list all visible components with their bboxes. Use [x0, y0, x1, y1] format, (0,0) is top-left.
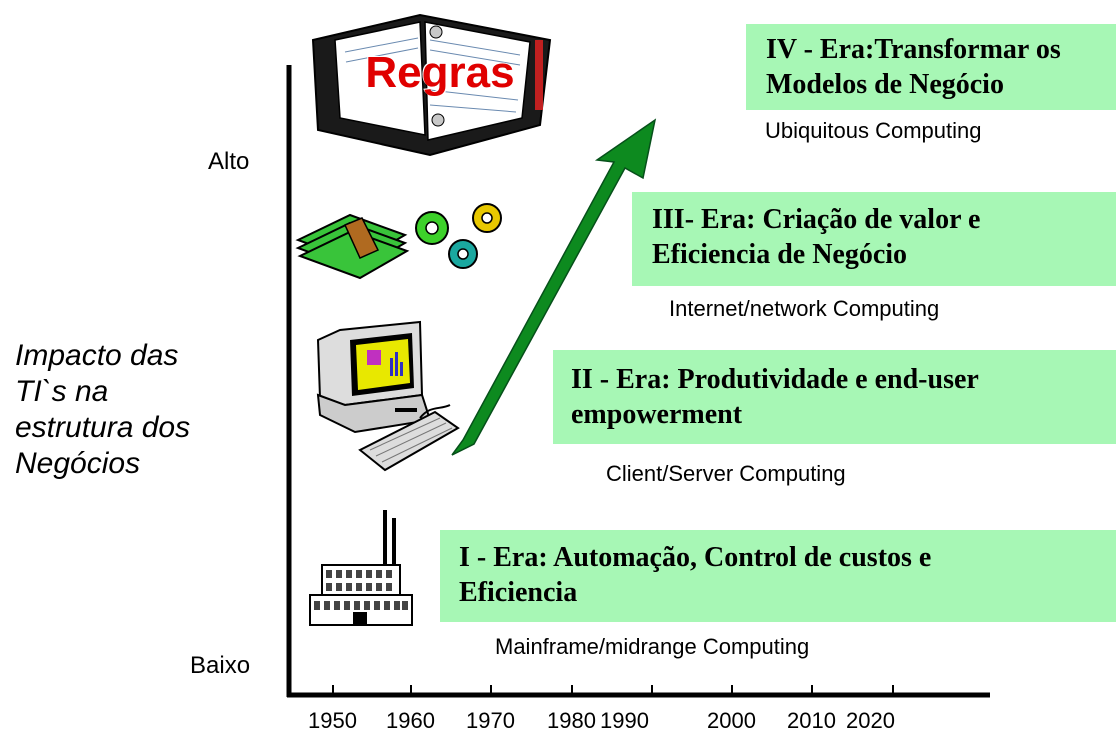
y-axis-title-line: Impacto das — [15, 339, 179, 372]
y-axis-title-line: estrutura dos — [15, 411, 191, 444]
computer-icon — [316, 320, 460, 472]
era-3-caption: Internet/network Computing — [669, 296, 940, 321]
era-4-title-line: Modelos de Negócio — [766, 69, 1004, 100]
x-tick-label: 1950 — [308, 708, 357, 733]
era-4-caption: Ubiquitous Computing — [765, 118, 982, 143]
era-1-title-line: Eficiencia — [459, 577, 578, 608]
x-tick-label: 2000 — [707, 708, 756, 733]
era-3-title-line: Eficiencia de Negócio — [652, 239, 908, 270]
x-tick-label: 1970 — [466, 708, 515, 733]
x-tick-label: 1980 — [547, 708, 596, 733]
era-2-title-line: empowerment — [571, 399, 743, 430]
era-1-box: I - Era: Automação, Control de custos e … — [440, 530, 1116, 622]
era-1-title-line: I - Era: Automação, Control de custos e — [459, 542, 932, 573]
rules-book-label: Regras — [365, 48, 515, 97]
money-gears-icon — [295, 203, 502, 280]
y-axis-low-label: Baixo — [190, 652, 251, 679]
era-3-title-line: III- Era: Criação de valor e — [652, 204, 981, 235]
x-tick-label: 1990 — [600, 708, 649, 733]
x-axis-ticks — [332, 685, 894, 695]
x-tick-label: 2020 — [846, 708, 895, 733]
y-axis-title-line: TI`s na — [15, 375, 109, 408]
y-axis-title-line: Negócios — [15, 447, 141, 480]
era-4-title-line: IV - Era:Transformar os — [766, 34, 1061, 65]
growth-arrow-icon — [451, 118, 657, 456]
era-2-caption: Client/Server Computing — [606, 461, 846, 486]
era-4-box: IV - Era:Transformar os Modelos de Negóc… — [746, 24, 1116, 110]
era-2-title-line: II - Era: Produtividade e end-user — [571, 364, 979, 395]
factory-icon — [309, 510, 413, 626]
x-tick-label: 2010 — [787, 708, 836, 733]
era-2-box: II - Era: Produtividade e end-user empow… — [553, 350, 1116, 444]
era-3-box: III- Era: Criação de valor e Eficiencia … — [632, 192, 1116, 286]
era-1-caption: Mainframe/midrange Computing — [495, 634, 810, 659]
rules-book-icon — [311, 13, 552, 157]
x-tick-label: 1960 — [386, 708, 435, 733]
y-axis-title: Impacto das TI`s na estrutura dos Negóci… — [15, 338, 190, 482]
y-axis-high-label: Alto — [208, 148, 250, 175]
